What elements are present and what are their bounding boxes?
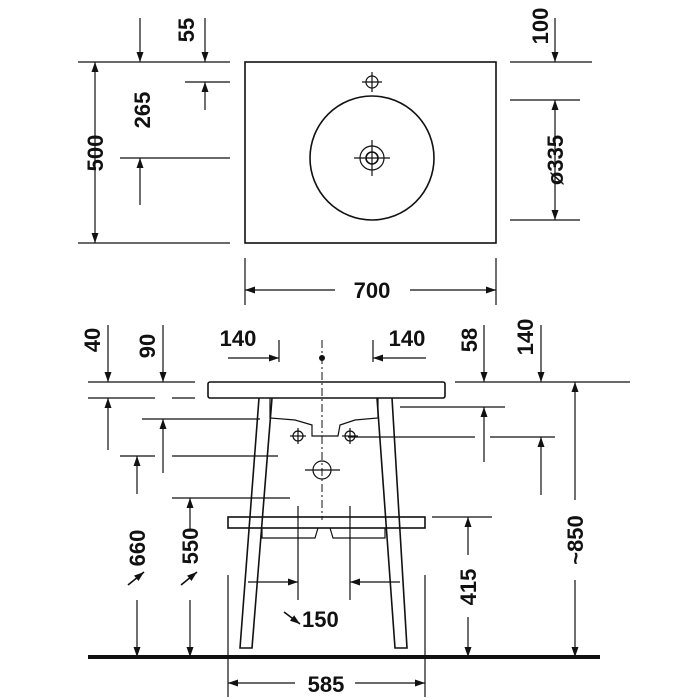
bowl-outline	[309, 95, 435, 221]
dim-58: 58	[457, 328, 482, 352]
dim-500: 500	[83, 135, 108, 172]
dim-550: 550	[178, 528, 203, 565]
leg-right	[376, 397, 408, 649]
shelf	[227, 516, 426, 529]
dim-55: 55	[174, 18, 199, 42]
dim-140-right: 140	[389, 326, 426, 351]
water-connection-left	[290, 428, 306, 444]
dim-90: 90	[135, 334, 160, 358]
top-view: 55 265 500 100 ø335 700	[78, 8, 592, 305]
leg-left	[239, 397, 273, 649]
dim-585: 585	[308, 672, 345, 697]
dim-140-left: 140	[220, 326, 257, 351]
dim-150: 150	[302, 607, 339, 632]
dim-140-top-right: 140	[513, 319, 538, 356]
dim-850: ~850	[563, 515, 588, 565]
countertop	[207, 381, 446, 399]
tap-hole	[362, 72, 382, 92]
dim-40: 40	[80, 328, 105, 352]
front-view: 40 90 140 140 58 140 ~850 660 550 415 15…	[80, 319, 630, 697]
dim-700: 700	[354, 278, 391, 303]
dim-265: 265	[130, 92, 155, 129]
waste-outlet	[305, 460, 340, 480]
water-connection-right	[342, 428, 358, 444]
drain-hole	[354, 140, 390, 176]
dim-diameter-335: ø335	[543, 135, 568, 185]
dim-100: 100	[528, 8, 553, 45]
dim-660: 660	[125, 530, 150, 567]
tap-center	[319, 355, 325, 361]
basin-top-outline	[244, 61, 497, 244]
dim-415: 415	[456, 569, 481, 606]
bowl-section	[269, 398, 379, 437]
